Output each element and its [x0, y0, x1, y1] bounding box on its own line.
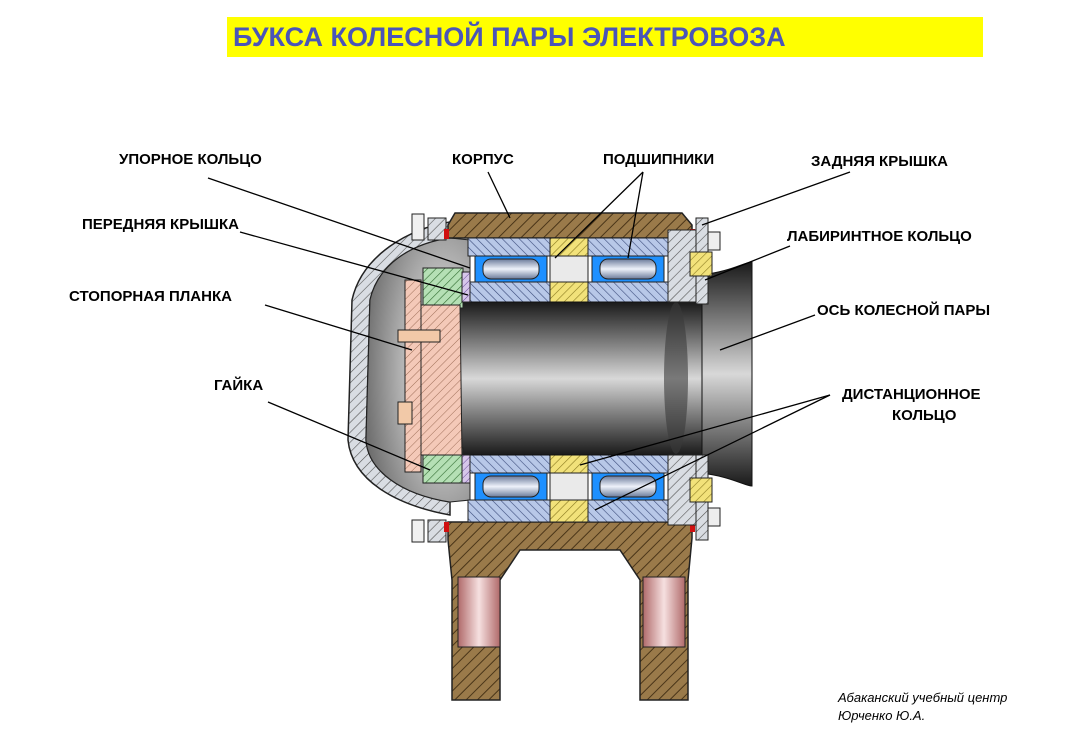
label-axle: ОСЬ КОЛЕСНОЙ ПАРЫ — [817, 302, 991, 319]
flange-bolts-front — [411, 213, 447, 543]
rear-cover — [667, 217, 721, 541]
label-labyrinth-ring: ЛАБИРИНТНОЕ КОЛЬЦО — [787, 228, 972, 245]
bearings-top — [467, 237, 669, 303]
diagram-title: БУКСА КОЛЕСНОЙ ПАРЫ ЭЛЕКТРОВОЗА — [227, 17, 983, 57]
label-spacer-ring-1: ДИСТАНЦИОННОЕ — [842, 386, 981, 403]
label-nut: ГАЙКА — [214, 377, 264, 394]
axle — [439, 261, 753, 487]
label-rear-cover: ЗАДНЯЯ КРЫШКА — [811, 153, 948, 170]
credit-line-1: Абаканский учебный центр — [838, 690, 1008, 705]
locking-plate — [397, 279, 441, 473]
housing-top — [447, 212, 693, 239]
label-bearings: ПОДШИПНИКИ — [603, 151, 715, 168]
label-thrust-ring: УПОРНОЕ КОЛЬЦО — [119, 151, 262, 168]
spring-seats — [457, 576, 686, 648]
label-housing: КОРПУС — [452, 151, 514, 168]
credit: Абаканский учебный центр Юрченко Ю.А. — [838, 689, 1007, 725]
label-spacer-ring-2: КОЛЬЦО — [892, 407, 957, 424]
label-front-cover: ПЕРЕДНЯЯ КРЫШКА — [82, 216, 239, 233]
housing-bottom — [447, 521, 693, 701]
credit-line-2: Юрченко Ю.А. — [838, 708, 926, 723]
bearings-bottom — [467, 454, 669, 523]
label-locking-plate: СТОПОРНАЯ ПЛАНКА — [69, 288, 232, 305]
leader-lines — [207, 171, 851, 511]
